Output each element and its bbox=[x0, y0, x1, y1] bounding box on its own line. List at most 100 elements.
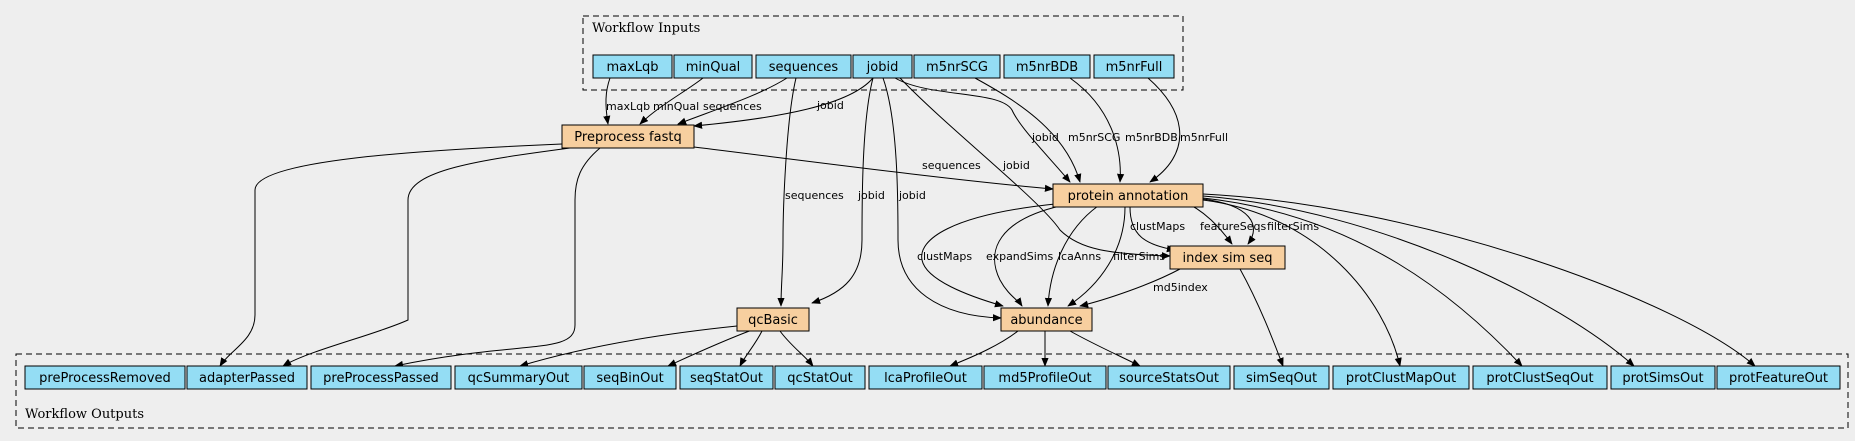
edge-label-sequences-preprocess: sequences bbox=[703, 100, 762, 113]
edge-sequences-qcbasic bbox=[777, 77, 797, 307]
edge-jobid-protein bbox=[894, 77, 1071, 183]
input-label-minQual: minQual bbox=[686, 60, 741, 75]
output-node-seqBinOut[interactable]: seqBinOut bbox=[583, 365, 677, 390]
edge-protein-abundance-expandSims bbox=[994, 205, 1061, 307]
cluster-workflow-inputs: Workflow Inputs bbox=[582, 15, 1184, 91]
output-node-preProcessPassed[interactable]: preProcessPassed bbox=[310, 365, 452, 390]
edge-label-jobid-index: jobid bbox=[1002, 159, 1030, 172]
edge-m5nrSCG-protein bbox=[974, 77, 1082, 183]
edge-label-jobid-protein: jobid bbox=[1031, 131, 1059, 144]
cluster-workflow-outputs: Workflow Outputs bbox=[15, 353, 1849, 429]
step-label-protein: protein annotation bbox=[1068, 189, 1189, 204]
edge-label-filterSims-abundance: filterSims bbox=[1113, 250, 1165, 263]
edge-label-lcaAnns: lcaAnns bbox=[1058, 250, 1101, 263]
edge-protein-protFeatureOut bbox=[1202, 193, 1756, 367]
output-label-protFeatureOut: protFeatureOut bbox=[1729, 371, 1828, 386]
cluster-inputs-label: Workflow Inputs bbox=[592, 21, 700, 36]
input-label-jobid: jobid bbox=[866, 60, 899, 75]
edge-label-clustMaps-abundance: clustMaps bbox=[917, 250, 972, 263]
edge-protein-abundance-filterSims bbox=[1067, 206, 1126, 307]
edge-preprocess-adapterPassed bbox=[282, 147, 571, 367]
edge-m5nrFull-protein bbox=[1147, 77, 1181, 183]
cluster-outputs-label: Workflow Outputs bbox=[25, 407, 144, 422]
edge-preprocess-preProcessPassed bbox=[394, 147, 601, 368]
output-nodes: preProcessRemoved adapterPassed preProce… bbox=[24, 365, 1841, 390]
output-node-md5ProfileOut[interactable]: md5ProfileOut bbox=[983, 365, 1107, 390]
edge-protein-abundance-clustMaps bbox=[921, 203, 1056, 308]
input-node-jobid[interactable]: jobid bbox=[852, 54, 913, 79]
output-node-protSimsOut[interactable]: protSimsOut bbox=[1610, 365, 1716, 390]
edge-label-filterSims-index: filterSims bbox=[1267, 220, 1319, 233]
output-node-lcaProfileOut[interactable]: lcaProfileOut bbox=[868, 365, 983, 390]
input-node-m5nrSCG[interactable]: m5nrSCG bbox=[913, 54, 1001, 79]
edge-label-featureSeqs: featureSeqs bbox=[1200, 220, 1266, 233]
edge-label-m5nrSCG: m5nrSCG bbox=[1068, 131, 1120, 144]
edge-label-md5index: md5index bbox=[1153, 281, 1208, 294]
output-node-protClustMapOut[interactable]: protClustMapOut bbox=[1332, 365, 1470, 390]
input-node-m5nrFull[interactable]: m5nrFull bbox=[1093, 54, 1175, 79]
edges bbox=[219, 77, 1756, 368]
edge-label-minQual: minQual bbox=[653, 100, 699, 113]
step-label-preprocess: Preprocess fastq bbox=[574, 130, 681, 145]
output-label-adapterPassed: adapterPassed bbox=[199, 371, 295, 386]
input-label-m5nrFull: m5nrFull bbox=[1106, 60, 1163, 75]
edge-label-jobid-qcbasic: jobid bbox=[857, 189, 885, 202]
edge-protein-protClustSeqOut bbox=[1202, 197, 1523, 367]
output-label-md5ProfileOut: md5ProfileOut bbox=[998, 371, 1091, 386]
step-node-preprocess[interactable]: Preprocess fastq bbox=[561, 124, 695, 149]
step-node-protein[interactable]: protein annotation bbox=[1052, 183, 1204, 208]
edge-label-maxLqb: maxLqb bbox=[606, 100, 650, 113]
input-node-m5nrBDB[interactable]: m5nrBDB bbox=[1003, 54, 1091, 79]
input-node-minQual[interactable]: minQual bbox=[673, 54, 753, 79]
output-label-preProcessRemoved: preProcessRemoved bbox=[39, 371, 171, 386]
edge-minQual-preprocess bbox=[639, 77, 704, 125]
edge-labels: maxLqb minQual sequences jobid jobid m5n… bbox=[606, 99, 1319, 294]
output-label-qcStatOut: qcStatOut bbox=[787, 371, 852, 386]
output-label-qcSummaryOut: qcSummaryOut bbox=[468, 371, 570, 386]
edge-protein-index-clustMaps bbox=[1129, 206, 1176, 253]
edge-sequences-preprocess bbox=[677, 77, 788, 125]
input-node-sequences[interactable]: sequences bbox=[755, 54, 852, 79]
output-node-sourceStatsOut[interactable]: sourceStatsOut bbox=[1107, 365, 1231, 390]
edge-label-m5nrFull: m5nrFull bbox=[1180, 131, 1228, 144]
output-node-qcStatOut[interactable]: qcStatOut bbox=[774, 365, 866, 390]
edge-label-sequences-qcbasic: sequences bbox=[785, 189, 844, 202]
edge-label-jobid-abundance: jobid bbox=[898, 189, 926, 202]
output-node-adapterPassed[interactable]: adapterPassed bbox=[186, 365, 308, 390]
edge-qcbasic-seqBinOut bbox=[667, 329, 753, 367]
output-node-qcSummaryOut[interactable]: qcSummaryOut bbox=[454, 365, 583, 390]
output-node-protClustSeqOut[interactable]: protClustSeqOut bbox=[1472, 365, 1608, 390]
edge-jobid-preprocess bbox=[693, 77, 874, 129]
edge-protein-abundance-lcaAnns bbox=[1044, 205, 1099, 307]
input-label-sequences: sequences bbox=[769, 60, 839, 75]
input-label-m5nrSCG: m5nrSCG bbox=[926, 60, 988, 75]
edge-label-sequences-protein: sequences bbox=[922, 159, 981, 172]
step-node-index[interactable]: index sim seq bbox=[1169, 245, 1286, 270]
output-node-seqStatOut[interactable]: seqStatOut bbox=[679, 365, 774, 390]
output-node-preProcessRemoved[interactable]: preProcessRemoved bbox=[24, 365, 186, 390]
edge-preprocess-protein bbox=[693, 146, 1054, 192]
input-nodes: maxLqb minQual sequences jobid m5nrSCG m… bbox=[592, 54, 1175, 79]
edge-label-jobid-preprocess: jobid bbox=[816, 99, 844, 112]
input-node-maxLqb[interactable]: maxLqb bbox=[592, 54, 673, 79]
edge-protein-protSimsOut bbox=[1202, 195, 1635, 367]
input-label-m5nrBDB: m5nrBDB bbox=[1016, 60, 1078, 75]
step-node-abundance[interactable]: abundance bbox=[1000, 307, 1093, 332]
edge-m5nrBDB-protein bbox=[1069, 77, 1125, 183]
edge-label-clustMaps-index: clustMaps bbox=[1130, 220, 1185, 233]
step-label-qcbasic: qcBasic bbox=[748, 313, 798, 328]
output-label-sourceStatsOut: sourceStatsOut bbox=[1119, 371, 1219, 386]
step-nodes: Preprocess fastq protein annotation inde… bbox=[561, 124, 1286, 332]
edge-label-expandSims: expandSims bbox=[986, 250, 1054, 263]
output-node-simSeqOut[interactable]: simSeqOut bbox=[1233, 365, 1330, 390]
edge-index-simSeqOut bbox=[1239, 268, 1284, 367]
output-node-protFeatureOut[interactable]: protFeatureOut bbox=[1716, 365, 1841, 390]
edge-qcbasic-qcStatOut bbox=[779, 330, 814, 367]
step-node-qcbasic[interactable]: qcBasic bbox=[736, 307, 810, 332]
edge-jobid-abundance bbox=[882, 77, 1002, 322]
step-label-index: index sim seq bbox=[1183, 251, 1273, 266]
edge-qcbasic-seqStatOut bbox=[739, 330, 763, 367]
step-label-abundance: abundance bbox=[1010, 313, 1082, 328]
